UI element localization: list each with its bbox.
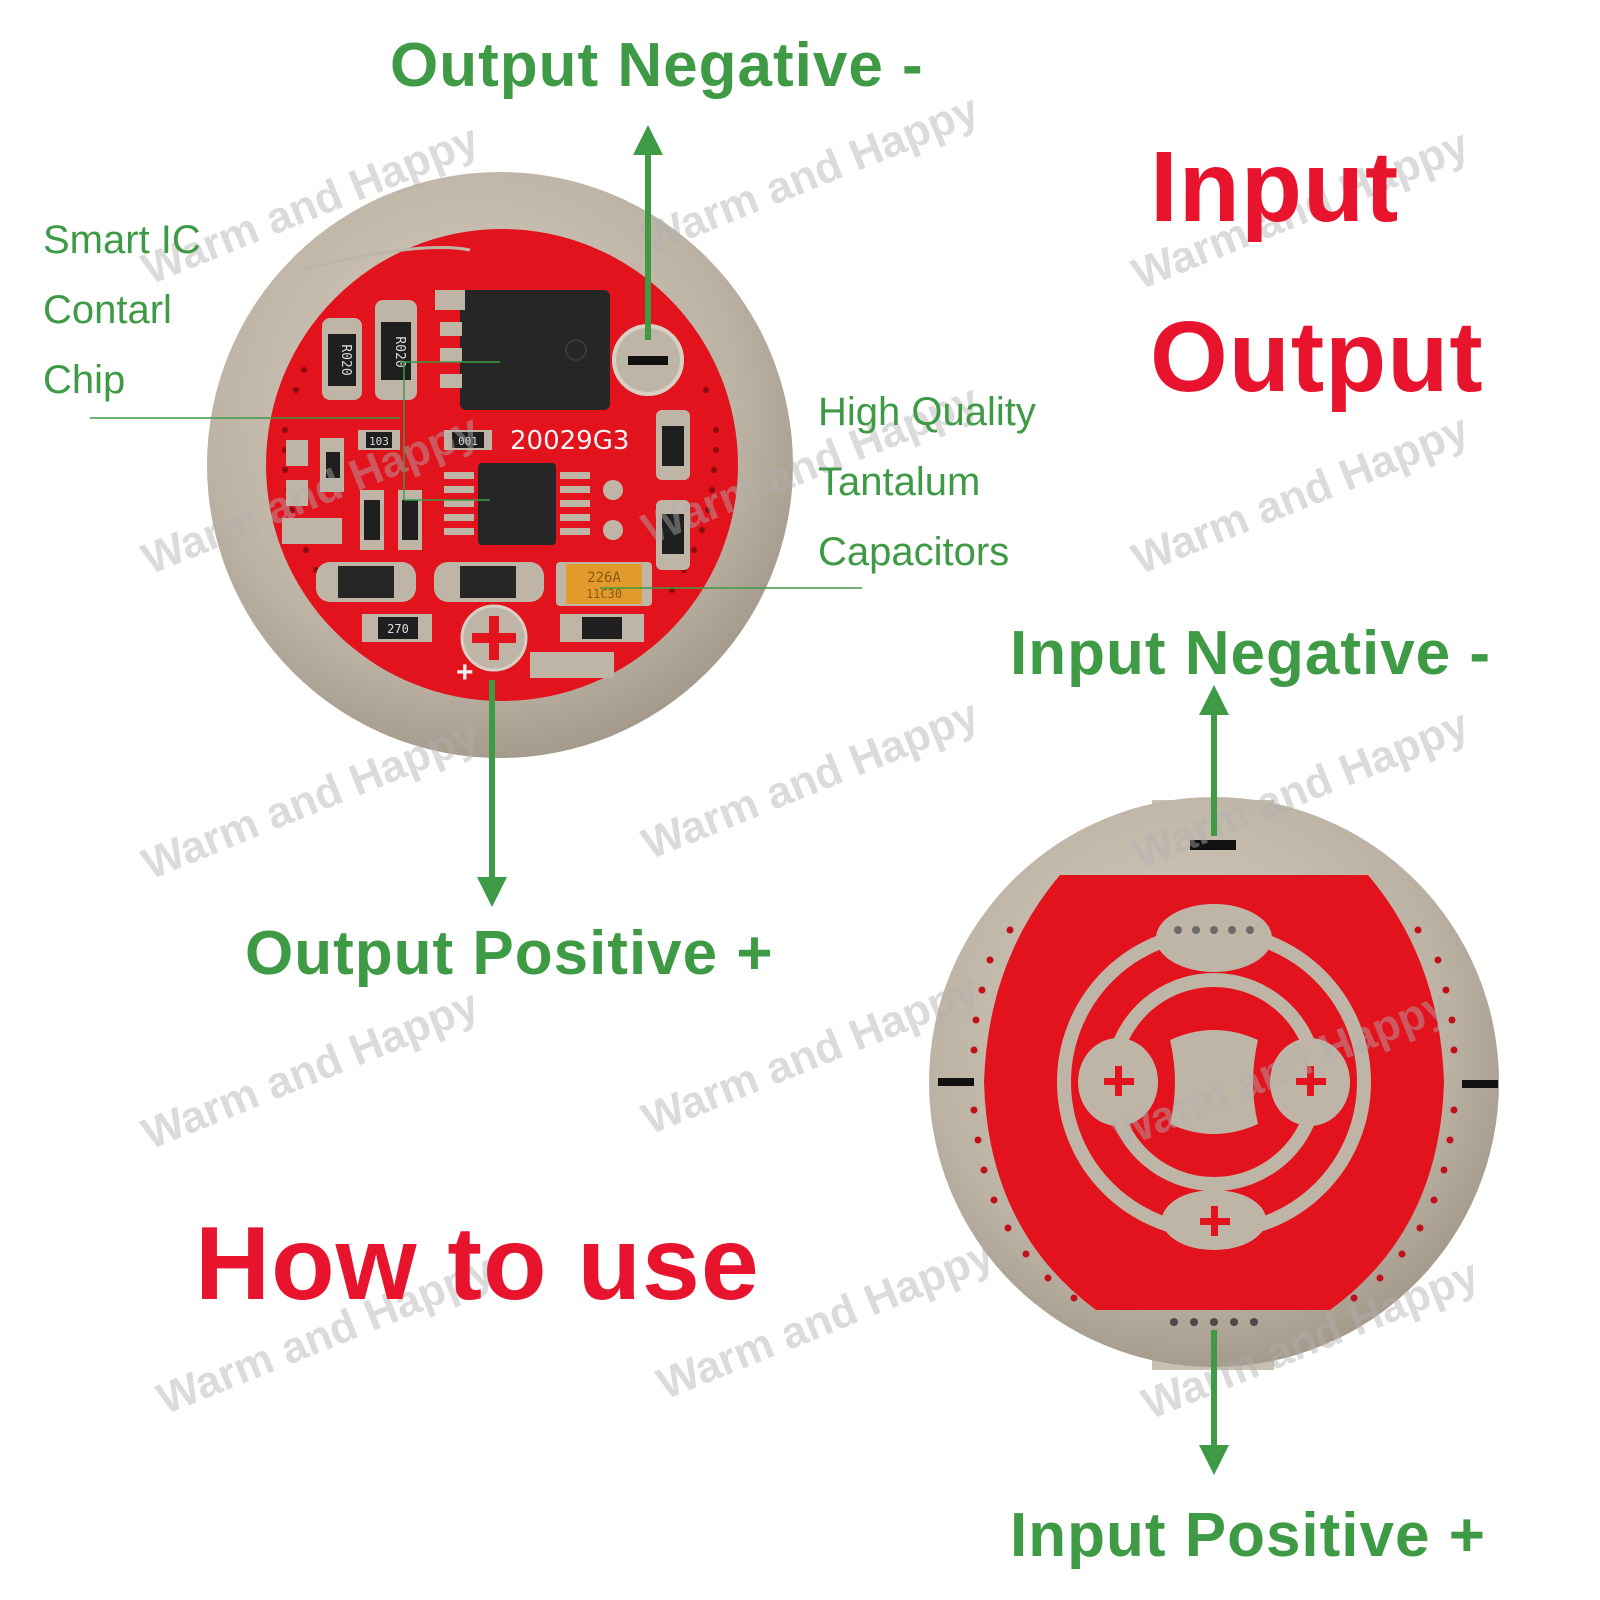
minus-mark-icon [938,840,1498,1088]
watermark: Warm and Happy [635,690,986,870]
driver-board-bottom [929,797,1499,1370]
smart-ic-chip [478,463,556,545]
bottom-board-vias [970,926,1458,1302]
resistor-marking: R020 [392,336,407,367]
output-positive-label: Output Positive + [245,919,774,988]
input-positive-label: Input Positive + [1010,1501,1486,1570]
top-lobe-pad [1156,904,1272,972]
tantalum-callout: High Quality Tantalum Capacitors [818,377,1036,587]
watermark: Warm and Happy [135,710,486,890]
watermark: Warm and Happy [1125,405,1476,585]
tantalum-line-3: Capacitors [818,530,1010,574]
plus-mark-icon [1104,1066,1326,1236]
smd-marking: 103 [369,435,389,448]
smart-ic-line-1: Smart IC [43,218,201,262]
title-input: Input [1150,131,1400,243]
top-board-mosfet-chip [460,290,610,410]
tantalum-line-2: Tantalum [818,460,981,504]
smd-marking: 270 [387,622,409,636]
input-negative-label: Input Negative - [1010,619,1492,688]
watermark: Warm and Happy [135,980,486,1160]
title-output: Output [1150,301,1484,413]
output-negative-label: Output Negative - [390,31,924,100]
watermark: Warm and Happy [635,85,986,265]
leader-lines [90,361,862,589]
driver-board-top: R020 R020 103 001 20029G3 [207,172,793,758]
capacitor-marking-2: 11C30 [586,587,622,601]
smart-ic-callout: Smart IC Contarl Chip [43,205,201,415]
arrows [477,125,1229,1475]
board-code-label: 20029G3 [510,426,629,456]
minus-mark-icon [628,356,668,365]
how-to-use-title: How to use [195,1206,760,1322]
smart-ic-line-3: Chip [43,358,126,402]
plus-silkscreen: + [456,656,474,689]
capacitor-marking: 226A [587,570,621,586]
smart-ic-line-2: Contarl [43,288,172,332]
tantalum-line-1: High Quality [818,390,1036,434]
tantalum-capacitor [566,564,642,604]
center-contact-pad [1170,1030,1258,1134]
smd-marking: 001 [458,435,478,448]
resistor-marking: R020 [338,344,353,375]
